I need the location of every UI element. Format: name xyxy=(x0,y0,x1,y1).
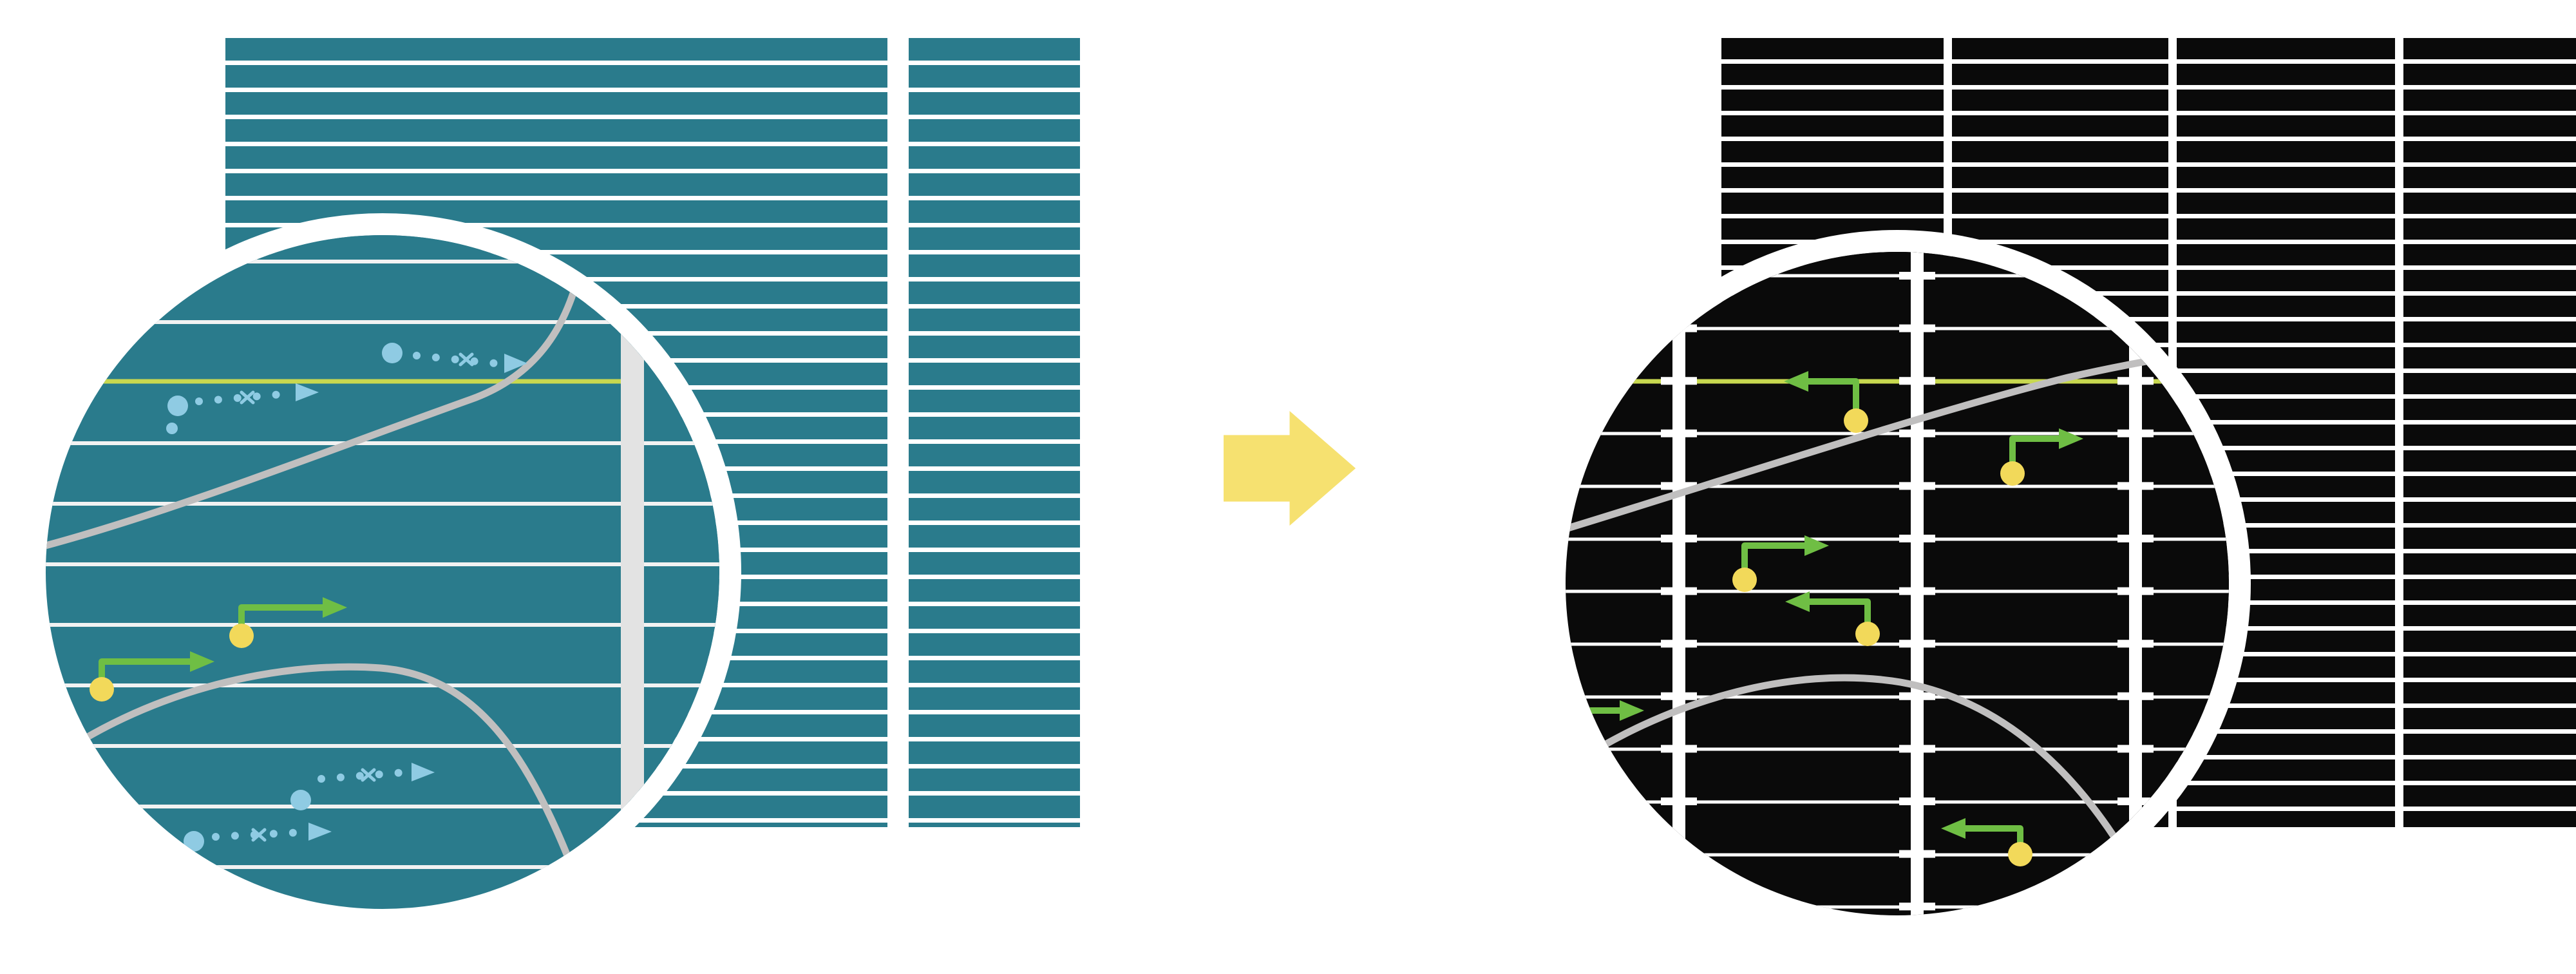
right-arrow-icon xyxy=(1224,411,1356,526)
left-inset-graphic xyxy=(46,235,719,909)
grain-boundary-lines xyxy=(46,238,592,909)
left-inset-background xyxy=(46,235,719,909)
blue-electron-track-4 xyxy=(184,823,332,852)
right-magnifier-inset xyxy=(1544,230,2251,937)
yellow-carrier-arrow-2 xyxy=(90,651,214,702)
yellow-carrier-arrow-2 xyxy=(2000,428,2083,486)
blue-electron-track-3 xyxy=(290,763,435,810)
right-panel-section-4 xyxy=(2403,38,2576,827)
blue-electron-track-1 xyxy=(382,343,527,373)
blue-electron-track-2 xyxy=(166,383,319,434)
yellow-carrier-arrow-1 xyxy=(229,597,347,648)
left-panel-edge-section xyxy=(909,38,1080,827)
left-magnifier-inset xyxy=(24,213,741,931)
left-inset-gridlines xyxy=(46,260,719,869)
yellow-carrier-arrow-4 xyxy=(1785,591,1880,646)
yellow-carrier-arrow-6 xyxy=(1941,818,2032,866)
yellow-carrier-arrow-3 xyxy=(1732,535,1829,592)
yellow-carrier-arrow-1 xyxy=(1784,371,1868,433)
right-inset-graphic xyxy=(1566,252,2229,915)
